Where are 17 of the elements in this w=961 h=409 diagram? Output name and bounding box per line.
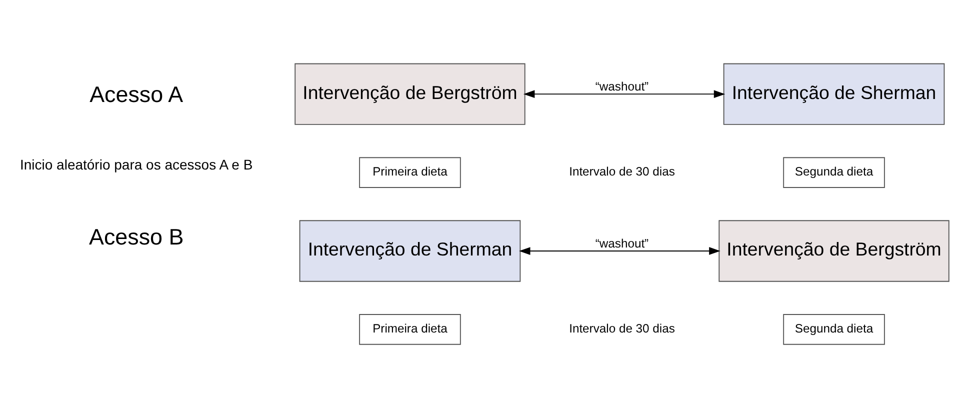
label: Intervalo de 30 dias <box>569 164 675 178</box>
label: Acesso A <box>90 81 184 106</box>
node-box: Segunda dieta <box>783 314 885 344</box>
edge-label: “washout” <box>595 236 649 250</box>
node-box: Primeira dieta <box>359 314 461 344</box>
node-box: Primeira dieta <box>359 156 461 188</box>
label: Intervalo de 30 dias <box>569 321 675 336</box>
arrow <box>523 90 726 98</box>
arrow <box>519 246 720 254</box>
node-box: Intervenção de Sherman <box>299 220 521 282</box>
label: Inicio aleatório para os acessos A e B <box>20 156 253 172</box>
node-box: Intervenção de Sherman <box>723 62 945 124</box>
node-box: Segunda dieta <box>783 156 885 188</box>
node-box: Intervenção de Bergström <box>294 62 526 124</box>
label: Acesso B <box>89 224 184 250</box>
node-box: Intervenção de Bergström <box>718 220 950 282</box>
edge-label: “washout” <box>595 79 649 94</box>
